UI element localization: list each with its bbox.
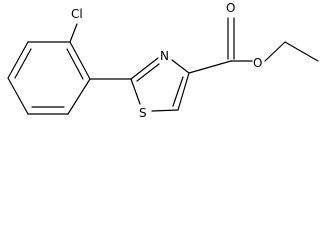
bond-n3-c4: [171, 59, 190, 74]
thiazole-ring: [130, 57, 190, 112]
bond-c4-c5: [177, 72, 190, 111]
ester-group: [188, 17, 319, 74]
bond-inner-c2-n3: [136, 63, 160, 82]
atom-label-chlorine: Cl: [71, 7, 83, 21]
bond-inner-c5-c6: [14, 48, 32, 79]
atom-label-nitrogen: N: [160, 49, 169, 63]
bond-c5-s1: [151, 109, 179, 112]
bond-c1-c2: [69, 41, 91, 80]
bond-c2-n3: [130, 57, 159, 80]
bond-c4-c5: [7, 77, 29, 115]
bond-inner-c4-c5: [172, 76, 184, 107]
benzene-ring: [7, 41, 91, 115]
bond-c4-carbonyl: [188, 60, 232, 74]
bond-s1-c2: [130, 78, 141, 105]
bond-c5-c6: [7, 41, 29, 79]
bond-oxygen-ch2: [264, 41, 286, 62]
molecule-structure-diagram: Cl N S O O: [7, 1, 319, 120]
bond-ch2-ch3: [284, 41, 319, 62]
bond-c-cl: [69, 23, 78, 43]
atom-label-sulfur: S: [139, 106, 147, 120]
atom-label-carbonyl-oxygen: O: [226, 1, 235, 15]
bond-inner-c1-c2: [66, 48, 84, 80]
atom-label-ester-oxygen: O: [253, 56, 262, 70]
bond-c2-c3: [67, 78, 91, 115]
